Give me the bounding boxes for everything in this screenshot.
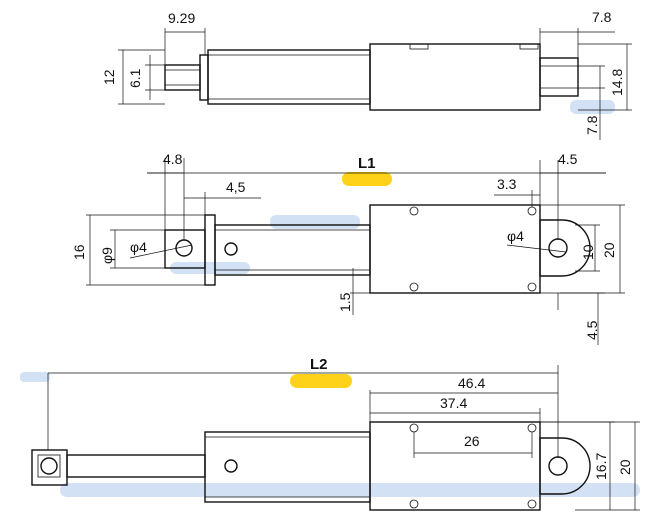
label-l2: L2	[310, 356, 328, 373]
hole-spacing-dim: 4,5	[226, 179, 246, 195]
rod-length-dim: 9.29	[168, 10, 195, 26]
label-l1: L1	[358, 155, 376, 172]
body-height-dim: 20	[601, 242, 617, 258]
end-offset-dim: 7.8	[584, 115, 600, 135]
body-length-dim: 46.4	[458, 375, 485, 391]
rod-inner-dim: 6.1	[127, 68, 143, 88]
hole-dia-left-dim: φ4	[130, 239, 147, 255]
rear-offset-dim: 4.5	[558, 151, 578, 167]
rear-inset-dim: 3.3	[497, 176, 517, 192]
mount-span-dim: 37.4	[440, 395, 467, 411]
eye-center-dim: 16.7	[593, 453, 609, 480]
hole-offset-dim: 4.8	[163, 151, 183, 167]
hole-dia-right-dim: φ4	[507, 228, 524, 244]
end-height-dim: 14.8	[609, 69, 625, 96]
middle-view: L1 4.8 4,5 4.5 3.3	[71, 151, 625, 345]
bottom-gap-dim: 1.5	[337, 292, 353, 312]
eye-height-dim: 10	[580, 244, 596, 260]
l2-highlight	[290, 374, 352, 388]
end-length-dim: 7.8	[592, 9, 612, 25]
eye-dia-dim: φ9	[99, 247, 115, 264]
height-dim: 16	[71, 244, 87, 260]
l1-highlight	[342, 172, 392, 186]
hole-span-dim: 26	[464, 433, 480, 449]
top-view: 9.29 12 6.1 7.8 14.8 7.8	[101, 9, 632, 140]
bottom-offset-dim: 4.5	[584, 320, 600, 340]
body-height-dim-2: 20	[617, 459, 633, 475]
bottom-view: L2 46.4 37.4 26	[31, 356, 640, 511]
rod-outer-dim: 12	[101, 69, 117, 85]
